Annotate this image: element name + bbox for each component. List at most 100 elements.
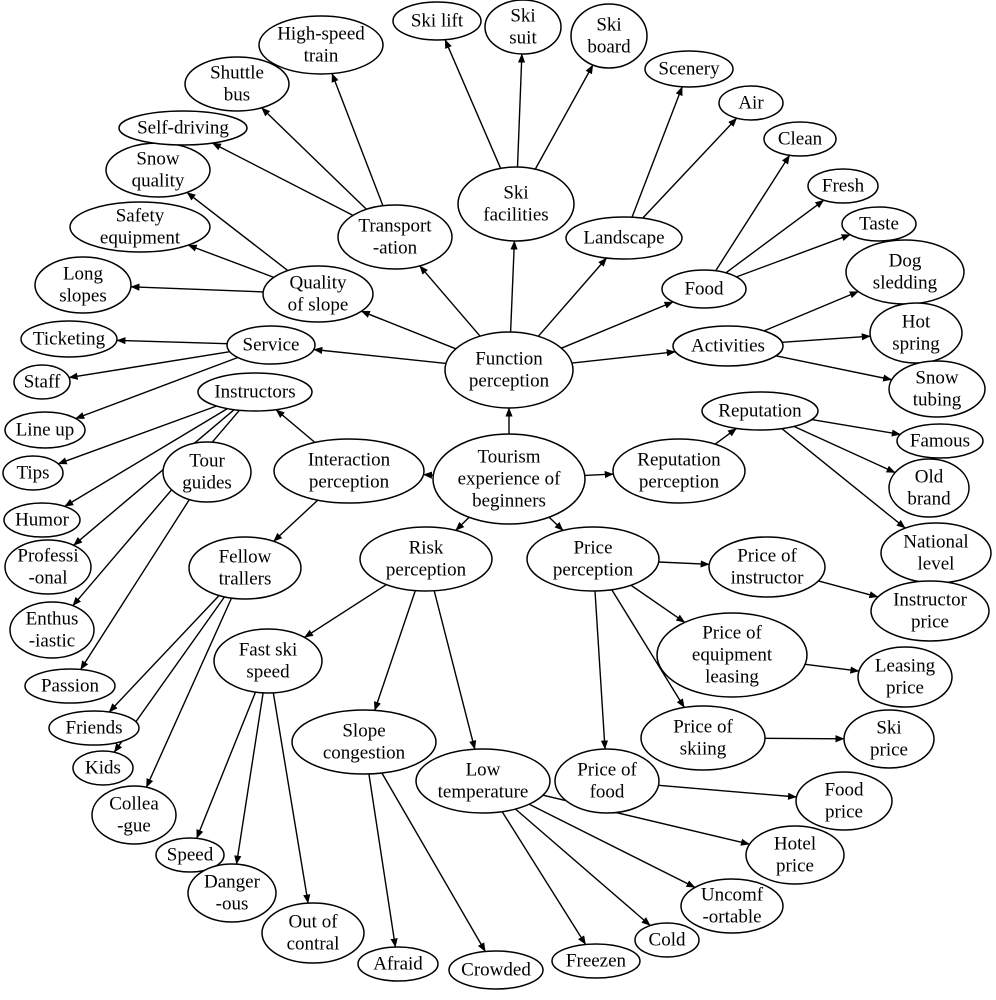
node-skifac-label: facilities — [483, 205, 548, 226]
node-taste: Taste — [841, 206, 917, 242]
edge-slopecong-to-afraid — [368, 773, 398, 948]
node-cold-label: Cold — [649, 930, 686, 951]
node-crowded-shape — [448, 950, 544, 990]
edge-quality-to-longslopes — [130, 283, 264, 293]
node-priceinst-shape — [708, 536, 826, 598]
node-leasing-label: Leasing — [875, 656, 936, 677]
node-quality-shape — [262, 265, 374, 323]
node-service-shape — [226, 325, 316, 365]
node-pricefood-label: Price of — [577, 760, 637, 781]
node-danger-label: Danger — [204, 872, 261, 893]
node-staff: Staff — [13, 364, 71, 400]
edge-fastski-to-danger — [234, 692, 264, 865]
node-clean-shape — [763, 121, 837, 157]
edge-instructors-to-humor — [64, 408, 228, 507]
node-highspeed-label: High-speed — [277, 24, 365, 45]
edge-interaction-to-instructors — [275, 409, 316, 444]
edge-quality-to-snowq — [186, 191, 289, 272]
node-cold: Cold — [634, 922, 700, 958]
edge-reputation-to-national — [781, 428, 906, 529]
node-friends-label: Friends — [66, 718, 123, 739]
node-instprice-label: price — [911, 612, 949, 633]
edge-tourguides-to-passion — [80, 499, 190, 670]
node-uncomf-label: Uncomf — [701, 885, 764, 906]
node-selfdriving-label: Self-driving — [137, 118, 229, 139]
node-snowq-label: Snow — [136, 149, 180, 170]
node-fresh: Fresh — [807, 168, 879, 204]
node-reputation_p-shape — [612, 438, 746, 504]
node-famous-label: Famous — [910, 431, 970, 452]
node-selfdriving: Self-driving — [118, 110, 248, 146]
node-function-shape — [444, 331, 574, 409]
node-outof-label: contral — [287, 934, 340, 955]
node-instructors-label: Instructors — [214, 382, 295, 403]
node-pricefood-label: food — [590, 782, 625, 803]
edge-fellow-to-collea — [145, 597, 233, 788]
node-foodprice-label: Food — [824, 780, 864, 801]
edge-fastski-to-speed — [196, 691, 257, 839]
node-risk-label: Risk — [409, 538, 444, 559]
node-taste-shape — [841, 206, 917, 242]
node-air: Air — [718, 85, 784, 121]
node-food: Food — [661, 269, 747, 309]
node-ticketing: Ticketing — [20, 320, 118, 358]
node-fresh-label: Fresh — [822, 176, 865, 197]
edge-function-to-transport — [419, 265, 481, 337]
node-kids-label: Kids — [85, 758, 121, 779]
node-fastski-label: Fast ski — [239, 640, 298, 661]
edge-function-to-service — [313, 346, 447, 365]
node-profess-shape — [4, 539, 92, 595]
edge-tourism-to-reputation_p — [576, 470, 614, 480]
node-afraid-label: Afraid — [373, 954, 423, 975]
node-national-label: National — [903, 532, 968, 553]
node-tourism-shape — [432, 433, 586, 525]
edge-price_p-to-priceinst — [658, 560, 710, 568]
node-safety-label: Safety — [116, 206, 165, 227]
node-transport-label: Transport — [358, 216, 432, 237]
node-clean: Clean — [763, 121, 837, 157]
node-uncomf-shape — [680, 878, 784, 934]
node-freezen-label: Freezen — [566, 951, 627, 972]
node-skifac-shape — [457, 166, 575, 242]
node-lowtemp-label: temperature — [438, 782, 529, 803]
node-speed: Speed — [155, 837, 225, 873]
edge-tourism-to-interaction — [423, 471, 443, 480]
node-highspeed-label: train — [304, 46, 339, 67]
node-leasing-shape — [857, 646, 953, 708]
node-national-label: level — [918, 554, 955, 575]
node-passion-shape — [24, 668, 116, 704]
edge-price_p-to-priceequip — [630, 584, 686, 623]
node-lowtemp-label: Low — [466, 760, 501, 781]
node-afraid: Afraid — [357, 946, 439, 982]
node-enthus: Enthus-iastic — [9, 601, 95, 659]
edge-tourism-to-risk — [455, 508, 478, 531]
node-tourism-label: experience of — [458, 469, 562, 490]
node-activities-label: Activities — [691, 336, 765, 357]
node-snowtubing-label: tubing — [913, 390, 962, 411]
node-transport-label: -ation — [373, 238, 418, 259]
node-ticketing-shape — [20, 320, 118, 358]
node-enthus-label: Enthus — [26, 609, 79, 630]
node-skisuit-label: Ski — [510, 6, 535, 27]
node-snowq-label: quality — [132, 171, 185, 192]
node-instructors-shape — [197, 372, 313, 412]
node-oldbrand-shape — [888, 458, 970, 518]
node-staff-shape — [13, 364, 71, 400]
node-reputation-shape — [701, 391, 819, 431]
node-landscape: Landscape — [565, 216, 683, 260]
node-skisuit-shape — [484, 0, 562, 55]
node-reputation: Reputation — [701, 391, 819, 431]
node-speed-shape — [155, 837, 225, 873]
node-danger-label: -ous — [216, 894, 249, 915]
